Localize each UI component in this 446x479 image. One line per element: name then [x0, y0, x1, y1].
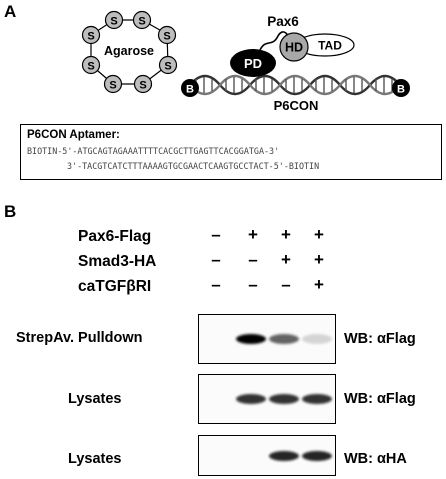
band-lysates-flag-lane4: [302, 394, 332, 404]
sign-r3-l1: –: [211, 275, 221, 294]
bead-3: S: [157, 25, 177, 45]
sign-r2-l4: +: [314, 250, 324, 269]
aptamer-sequence-bottom: 3'-TACGTCATCTTTAAAAGTGCGAACTCAAGTGCCTACT…: [67, 161, 320, 171]
agarose-complex-diagram: S S S S S S S S Agarose B B P6CON TAD: [81, 10, 410, 113]
band-pulldown-lane2: [236, 334, 266, 344]
svg-text:S: S: [87, 31, 94, 43]
svg-text:S: S: [164, 61, 171, 73]
sign-r3-l2: –: [248, 275, 258, 294]
dna-label: P6CON: [274, 98, 319, 113]
sign-r3-l3: –: [281, 275, 291, 294]
wb-label-pulldown: WB: αFlag: [344, 331, 416, 347]
aptamer-sequence-top: BIOTIN-5'-ATGCAGTAGAAATTTTCACGCTTGAGTTCA…: [27, 146, 280, 156]
panel-a-letter: A: [4, 2, 17, 21]
aptamer-sequence-box: P6CON Aptamer: BIOTIN-5'-ATGCAGTAGAAATTT…: [20, 124, 442, 180]
condition-label-catgfbri: caTGFβRI: [78, 278, 152, 295]
blot-lysates-flag: [198, 374, 336, 424]
svg-text:S: S: [138, 16, 145, 28]
biotin-marker-right: B: [392, 79, 410, 97]
condition-label-smad3-ha: Smad3-HA: [78, 253, 157, 270]
sign-r1-l1: –: [211, 225, 221, 244]
svg-text:S: S: [87, 61, 94, 73]
band-lysates-ha-lane3: [269, 450, 299, 461]
hd-label: HD: [285, 41, 303, 55]
sign-r1-l4: +: [314, 225, 324, 244]
aptamer-title: P6CON Aptamer:: [27, 129, 120, 141]
bead-5: S: [81, 55, 101, 75]
svg-text:S: S: [110, 16, 117, 28]
bead-8: S: [133, 74, 153, 94]
blot-label-lysates-flag: Lysates: [68, 391, 122, 407]
band-lysates-flag-lane2: [236, 394, 266, 404]
sign-r2-l3: +: [281, 250, 291, 269]
svg-text:B: B: [186, 84, 194, 96]
biotin-marker-left: B: [181, 79, 199, 97]
band-lysates-ha-lane4: [302, 450, 332, 461]
pd-domain: [230, 49, 276, 77]
agarose-label: Agarose: [104, 44, 154, 58]
agarose-beads: S S S S S S S S: [81, 10, 178, 94]
wb-label-lysates-flag: WB: αFlag: [344, 391, 416, 407]
sign-r2-l1: –: [211, 250, 221, 269]
sign-r2-l2: –: [248, 250, 258, 269]
sign-r1-l3: +: [281, 225, 291, 244]
dna-helix: [189, 74, 401, 96]
bead-6: S: [158, 55, 178, 75]
sign-r3-l4: +: [314, 275, 324, 294]
band-pulldown-lane4: [302, 334, 332, 344]
hd-domain: [279, 32, 309, 62]
bead-4: S: [81, 25, 101, 45]
condition-label-pax6-flag: Pax6-Flag: [78, 228, 152, 245]
band-lysates-flag-lane3: [269, 394, 299, 404]
bead-2: S: [132, 10, 152, 30]
blot-label-lysates-ha: Lysates: [68, 451, 122, 467]
wb-label-lysates-ha: WB: αHA: [344, 451, 407, 467]
blot-label-pulldown: StrepAv. Pulldown: [16, 330, 143, 346]
bead-1: S: [104, 10, 124, 30]
svg-text:S: S: [109, 80, 116, 92]
svg-text:B: B: [397, 84, 405, 96]
svg-text:S: S: [163, 31, 170, 43]
pd-label: PD: [244, 56, 262, 71]
blot-pulldown: [198, 314, 336, 364]
blot-lysates-ha: [198, 435, 336, 476]
pax6-label: Pax6: [267, 14, 299, 29]
panel-b-letter: B: [4, 202, 17, 221]
tad-label: TAD: [318, 39, 342, 53]
svg-text:S: S: [139, 80, 146, 92]
sign-r1-l2: +: [248, 225, 258, 244]
bead-7: S: [103, 74, 123, 94]
band-pulldown-lane3: [269, 334, 299, 344]
